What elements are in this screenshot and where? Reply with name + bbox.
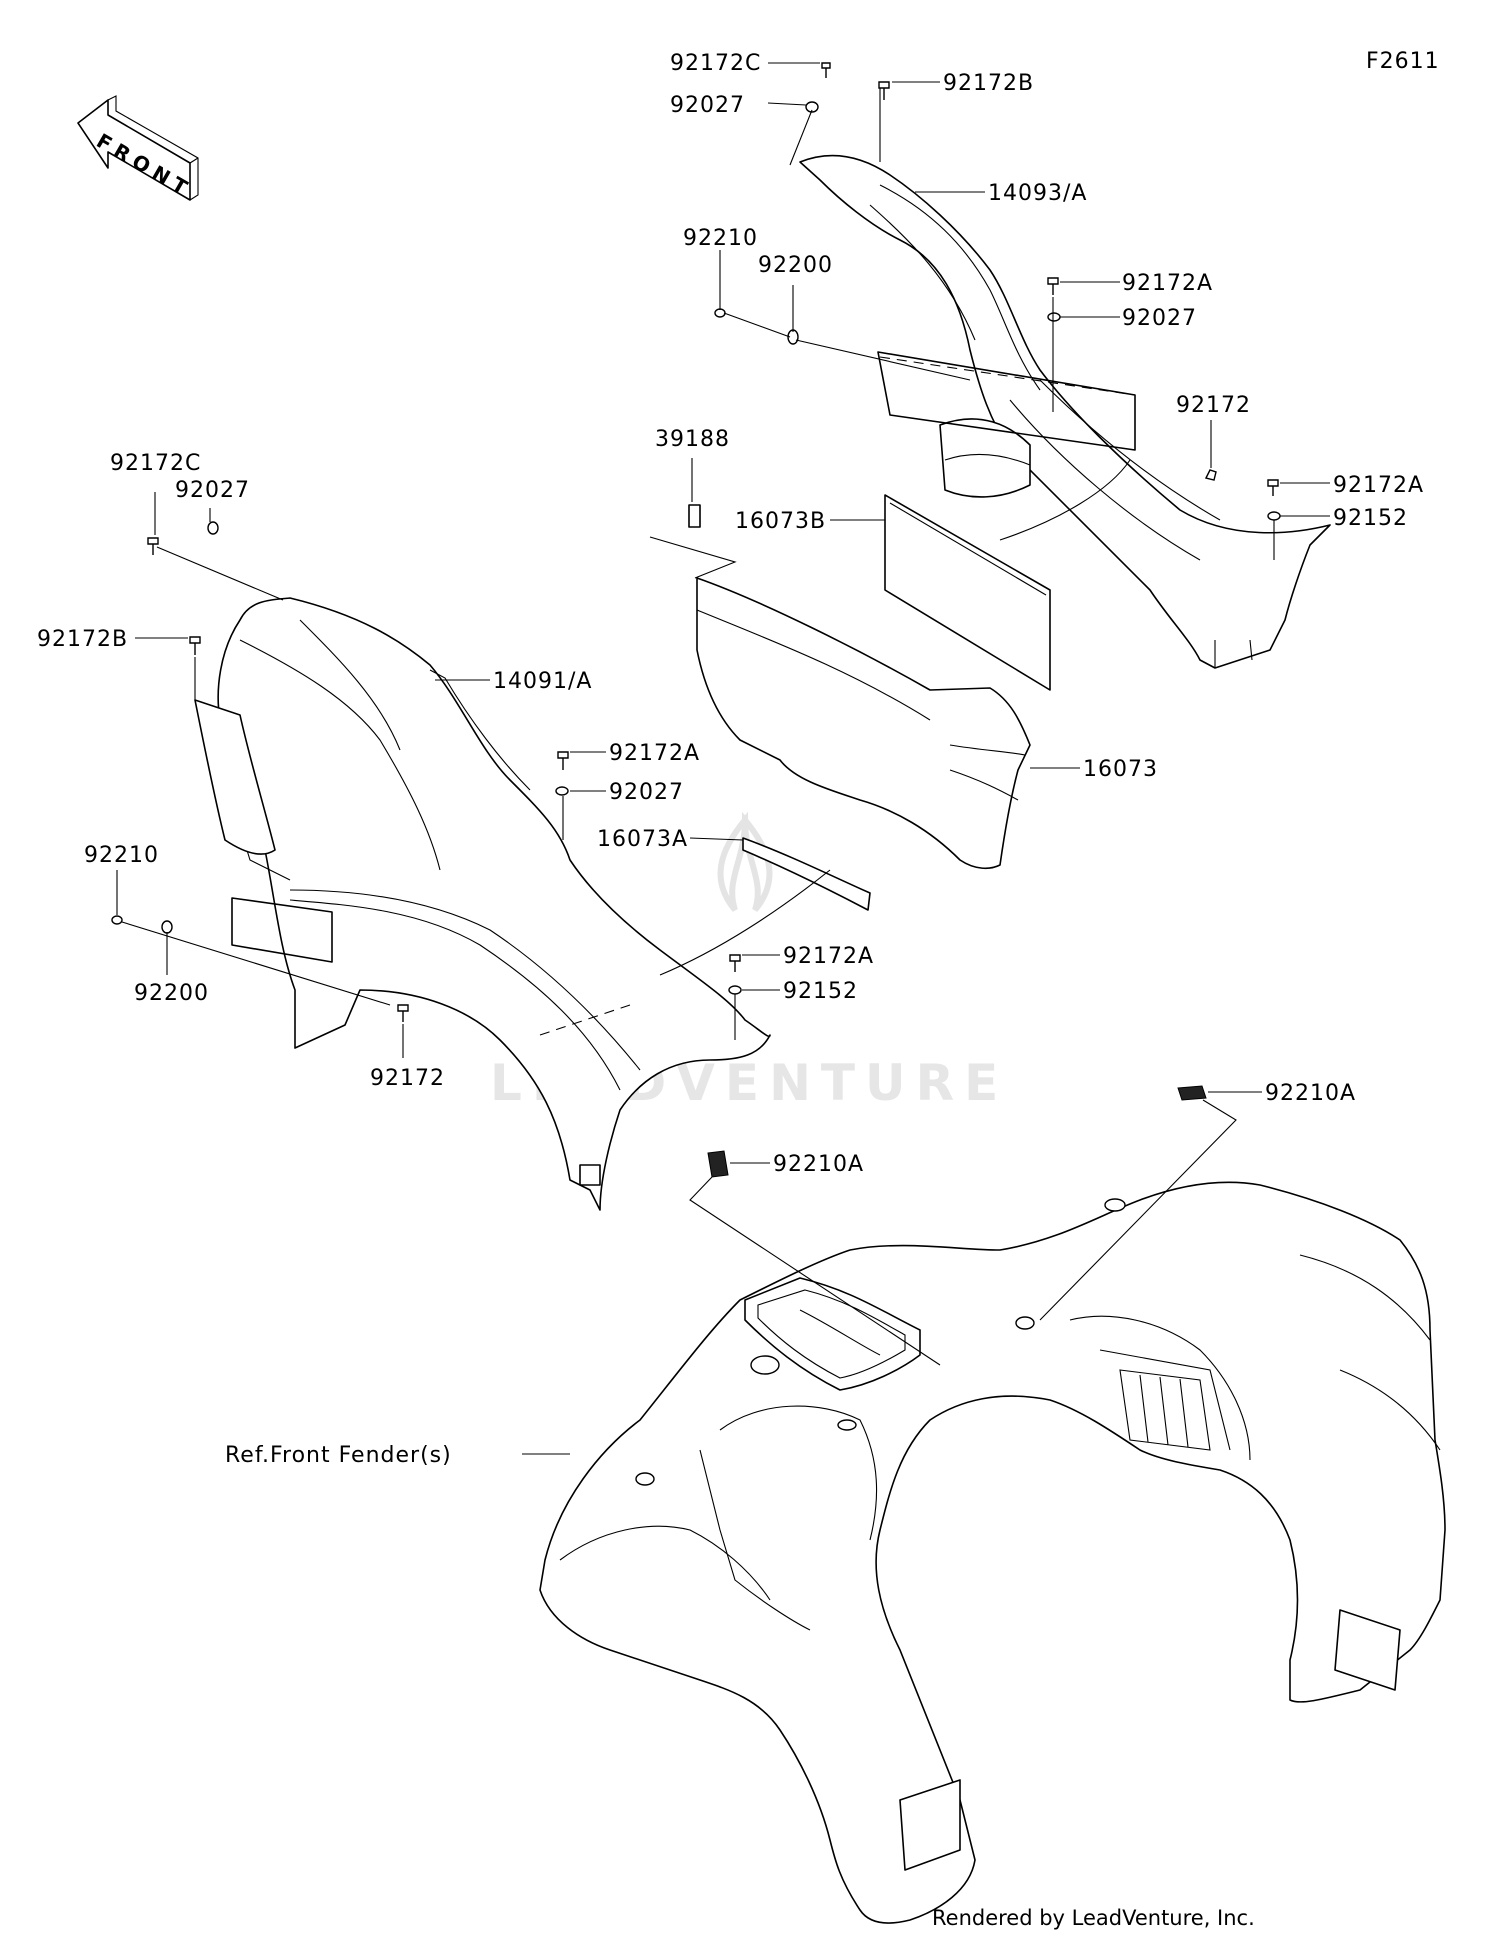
callout-92210A-left: 92210A [773, 1152, 864, 1177]
callout-16073B: 16073B [735, 509, 826, 534]
callout-92210A-right: 92210A [1265, 1081, 1356, 1106]
callout-92152-center-low: 92152 [783, 979, 858, 1004]
clip-92210A-right [1177, 1085, 1207, 1101]
leader-lines [116, 62, 1330, 1455]
right-cover-14093A [799, 154, 1331, 669]
callout-ref-front-fender: Ref.Front Fender(s) [225, 1443, 452, 1468]
callout-92027-left: 92027 [175, 478, 250, 503]
callout-14093A: 14093/A [988, 181, 1087, 206]
dashed-guides [539, 356, 1136, 1036]
callout-92200-left: 92200 [134, 981, 209, 1006]
decal-16073B [884, 494, 1051, 691]
callout-14091A: 14091/A [493, 669, 592, 694]
callout-92172C-left: 92172C [110, 451, 201, 476]
callout-92027-top: 92027 [670, 93, 745, 118]
front-fender [539, 1181, 1446, 1924]
front-direction-arrow: FRONT [77, 95, 199, 203]
callout-92172A-right-2: 92172A [1333, 473, 1424, 498]
callout-16073: 16073 [1083, 757, 1158, 782]
callout-16073A: 16073A [597, 827, 688, 852]
callout-92027-center: 92027 [609, 780, 684, 805]
callout-92172A-right-1: 92172A [1122, 271, 1213, 296]
callout-92172A-center-low: 92172A [783, 944, 874, 969]
callout-92172-right: 92172 [1176, 393, 1251, 418]
hardware-left-group [111, 521, 409, 1022]
callout-92172A-center: 92172A [609, 741, 700, 766]
callout-92172B-right: 92172B [943, 71, 1034, 96]
shield-16073 [696, 577, 1031, 870]
callout-92210-right: 92210 [683, 226, 758, 251]
callout-92200-right: 92200 [758, 253, 833, 278]
callout-92172C-right: 92172C [670, 51, 761, 76]
hardware-center-group [555, 751, 742, 995]
callout-92172-left: 92172 [370, 1066, 445, 1091]
footer-credit: Rendered by LeadVenture, Inc. [932, 1906, 1255, 1930]
callout-92210-left: 92210 [84, 843, 159, 868]
callout-labels: 92172C 92172B 92027 14093/A 92210 92200 … [37, 51, 1424, 1468]
clip-92210A-left [707, 1150, 729, 1178]
strip-16073A [742, 837, 871, 911]
label-39188 [688, 504, 701, 528]
callout-92152-right: 92152 [1333, 506, 1408, 531]
callout-39188: 39188 [655, 427, 730, 452]
callout-92172B-left: 92172B [37, 627, 128, 652]
left-cover-14091A [194, 597, 771, 1211]
callout-92027-right: 92027 [1122, 306, 1197, 331]
diagram-code: F2611 [1366, 49, 1440, 74]
